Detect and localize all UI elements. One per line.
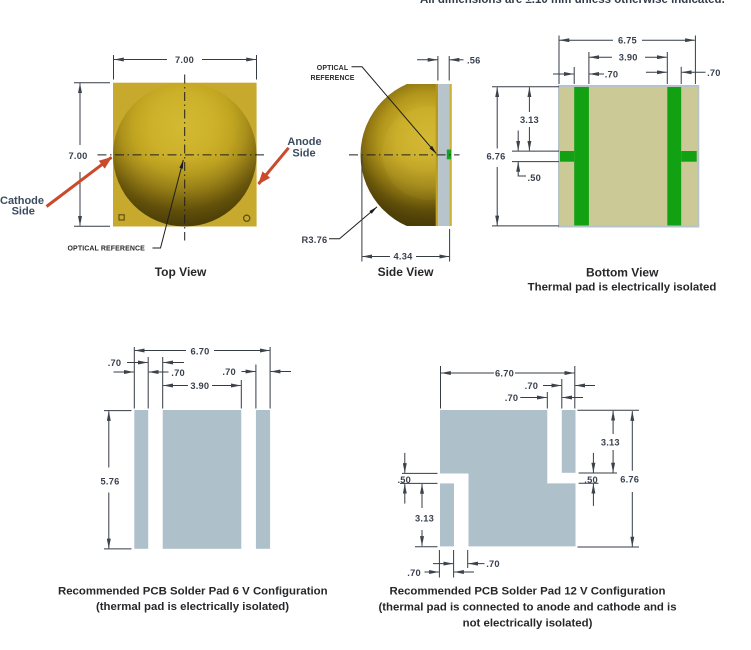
svg-text:.70: .70 <box>486 559 500 569</box>
svg-text:Anode: Anode <box>287 136 321 148</box>
svg-text:not electrically isolated): not electrically isolated) <box>463 618 593 630</box>
svg-text:Recommended PCB Solder Pad 12: Recommended PCB Solder Pad 12 V Configur… <box>390 586 666 598</box>
svg-text:.50: .50 <box>528 173 542 183</box>
svg-text:Recommended PCB Solder Pad 6 V: Recommended PCB Solder Pad 6 V Configura… <box>58 586 328 598</box>
svg-text:Side View: Side View <box>378 265 434 279</box>
svg-text:6.70: 6.70 <box>191 346 210 356</box>
svg-text:R3.76: R3.76 <box>302 235 328 245</box>
svg-text:.70: .70 <box>605 70 619 80</box>
svg-text:6.75: 6.75 <box>618 36 637 46</box>
svg-text:.70: .70 <box>108 358 122 368</box>
svg-text:7.00: 7.00 <box>69 151 88 161</box>
svg-text:(thermal pad is electrically i: (thermal pad is electrically isolated) <box>96 601 289 613</box>
svg-text:.50: .50 <box>398 475 412 485</box>
svg-text:Thermal pad is electrically is: Thermal pad is electrically isolated <box>528 281 717 293</box>
svg-text:.70: .70 <box>407 568 421 578</box>
svg-text:6.76: 6.76 <box>487 151 506 161</box>
svg-text:.70: .70 <box>707 68 721 78</box>
svg-text:4.34: 4.34 <box>394 252 414 262</box>
svg-text:.70: .70 <box>505 393 519 403</box>
svg-text:Top View: Top View <box>155 265 207 279</box>
svg-text:7.00: 7.00 <box>175 55 194 65</box>
svg-text:OPTICAL REFERENCE: OPTICAL REFERENCE <box>68 245 146 252</box>
svg-text:6.76: 6.76 <box>620 474 639 484</box>
svg-text:.56: .56 <box>467 55 481 65</box>
svg-text:3.90: 3.90 <box>190 381 209 391</box>
svg-text:.70: .70 <box>525 381 539 391</box>
svg-text:Bottom View: Bottom View <box>586 266 659 280</box>
svg-text:Side: Side <box>12 205 35 217</box>
svg-text:3.13: 3.13 <box>415 513 434 523</box>
svg-text:5.76: 5.76 <box>101 476 120 486</box>
svg-text:3.13: 3.13 <box>601 437 620 447</box>
svg-text:.50: .50 <box>584 475 598 485</box>
svg-text:3.90: 3.90 <box>619 53 638 63</box>
svg-text:Side: Side <box>292 147 315 159</box>
svg-text:All dimensions are ±.10 mm unl: All dimensions are ±.10 mm unless otherw… <box>420 0 725 6</box>
svg-text:3.13: 3.13 <box>520 115 539 125</box>
svg-text:.70: .70 <box>222 367 236 377</box>
svg-text:(thermal pad is connected to a: (thermal pad is connected to anode and c… <box>378 602 676 614</box>
svg-text:6.70: 6.70 <box>495 369 514 379</box>
svg-text:Cathode: Cathode <box>0 195 44 207</box>
svg-text:OPTICAL: OPTICAL <box>317 65 349 72</box>
svg-text:REFERENCE: REFERENCE <box>310 75 354 82</box>
svg-text:.70: .70 <box>171 368 185 378</box>
